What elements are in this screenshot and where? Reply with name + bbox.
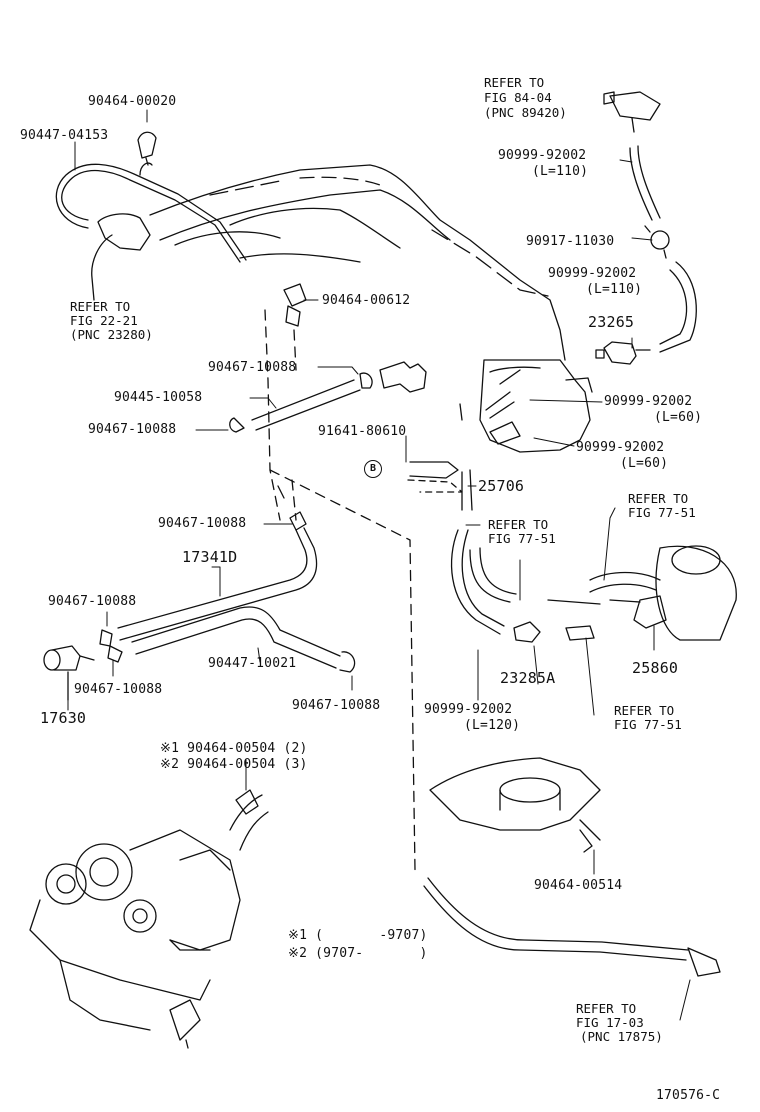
range-note-1: ※1 ( -9707) (288, 928, 428, 943)
leader-lines (67, 109, 691, 1021)
valve-17630 (43, 629, 123, 701)
part-90999-92002-a-label: 90999-92002 (498, 148, 587, 163)
pump-assembly (29, 789, 269, 1049)
diagram-code: 170576-C (656, 1088, 721, 1103)
part-17630-label: 17630 (40, 709, 87, 727)
sensor-89420 (603, 91, 661, 133)
part-90999-92002-e-label: 90999-92002 (424, 702, 513, 717)
refer-fig84-line3: (PNC 89420) (484, 105, 567, 120)
part-90467-10088-c-label: 90467-10088 (158, 516, 247, 531)
bracket-91641 (407, 461, 463, 493)
part-25706-label: 25706 (478, 477, 525, 495)
part-90464-00612-label: 90464-00612 (322, 293, 411, 308)
part-23265-label: 23265 (588, 313, 635, 331)
clip-00612 (283, 283, 307, 327)
part-90999-92002-d-length: (L=60) (620, 456, 669, 471)
part-90467-10088-f-label: 90467-10088 (292, 698, 381, 713)
canister-25860 (547, 545, 737, 641)
refer-fig22-line1: REFER TO (70, 299, 131, 314)
hose-90999-92002-a (629, 145, 661, 221)
part-90467-10088-a-label: 90467-10088 (208, 360, 297, 375)
hose-bottom (423, 877, 721, 977)
part-90467-10088-d-label: 90467-10088 (48, 594, 137, 609)
refer-fig17-line2: FIG 17-03 (576, 1015, 644, 1030)
range-note-2: ※2 (9707- ) (288, 946, 428, 961)
callout-b: B (364, 460, 382, 478)
part-25860-label: 25860 (632, 659, 679, 677)
hose-90447-04153 (55, 131, 247, 301)
vsv-block (459, 359, 593, 511)
part-17341D-label: 17341D (182, 548, 238, 566)
refer-fig17-line1: REFER TO (576, 1001, 637, 1016)
refer-fig77b-line1: REFER TO (488, 517, 549, 532)
refer-fig77b-line2: FIG 77-51 (488, 531, 556, 546)
part-90447-10021-label: 90447-10021 (208, 656, 297, 671)
part-90999-92002-a-length: (L=110) (532, 164, 589, 179)
part-90999-92002-e-length: (L=120) (464, 718, 521, 733)
hose-90999-92002-e (450, 529, 517, 635)
part-90445-10058-label: 90445-10058 (114, 390, 203, 405)
refer-fig84-line1: REFER TO (484, 75, 545, 90)
refer-fig77c-line1: REFER TO (614, 703, 675, 718)
valve-90917-11030 (644, 225, 670, 259)
part-23285A-label: 23285A (500, 669, 556, 687)
part-90999-92002-d-label: 90999-92002 (576, 440, 665, 455)
part-90999-92002-b-length: (L=110) (586, 282, 643, 297)
leader-dashes (264, 309, 416, 871)
sensor-23265 (595, 341, 651, 365)
engine-outline (149, 164, 566, 361)
part-90999-92002-c-length: (L=60) (654, 410, 703, 425)
part-90467-10088-b-label: 90467-10088 (88, 422, 177, 437)
part-90917-11030-label: 90917-11030 (526, 234, 615, 249)
hose-90445-10058 (229, 361, 427, 433)
refer-fig77a-line2: FIG 77-51 (628, 505, 696, 520)
refer-fig22-line2: FIG 22-21 (70, 313, 138, 328)
note-1: ※1 90464-00504 (2) (160, 741, 308, 756)
fitting-23285A (513, 621, 595, 643)
refer-fig17-line3: (PNC 17875) (580, 1029, 663, 1044)
part-90464-00020-label: 90464-00020 (88, 94, 177, 109)
refer-fig84-line2: FIG 84-04 (484, 90, 552, 105)
hose-90447-10021 (131, 606, 356, 673)
reservoir (429, 757, 601, 853)
note-2: ※2 90464-00504 (3) (160, 757, 308, 772)
hose-90999-92002-b (659, 261, 697, 353)
refer-fig77a-line1: REFER TO (628, 491, 689, 506)
part-90999-92002-b-label: 90999-92002 (548, 266, 637, 281)
part-90467-10088-e-label: 90467-10088 (74, 682, 163, 697)
part-90447-04153-label: 90447-04153 (20, 128, 109, 143)
refer-fig77c-line2: FIG 77-51 (614, 717, 682, 732)
part-91641-80610-label: 91641-80610 (318, 424, 407, 439)
refer-fig22-line3: (PNC 23280) (70, 327, 153, 342)
part-90464-00514-label: 90464-00514 (534, 878, 623, 893)
hose-17341D (117, 485, 318, 641)
part-90999-92002-c-label: 90999-92002 (604, 394, 693, 409)
